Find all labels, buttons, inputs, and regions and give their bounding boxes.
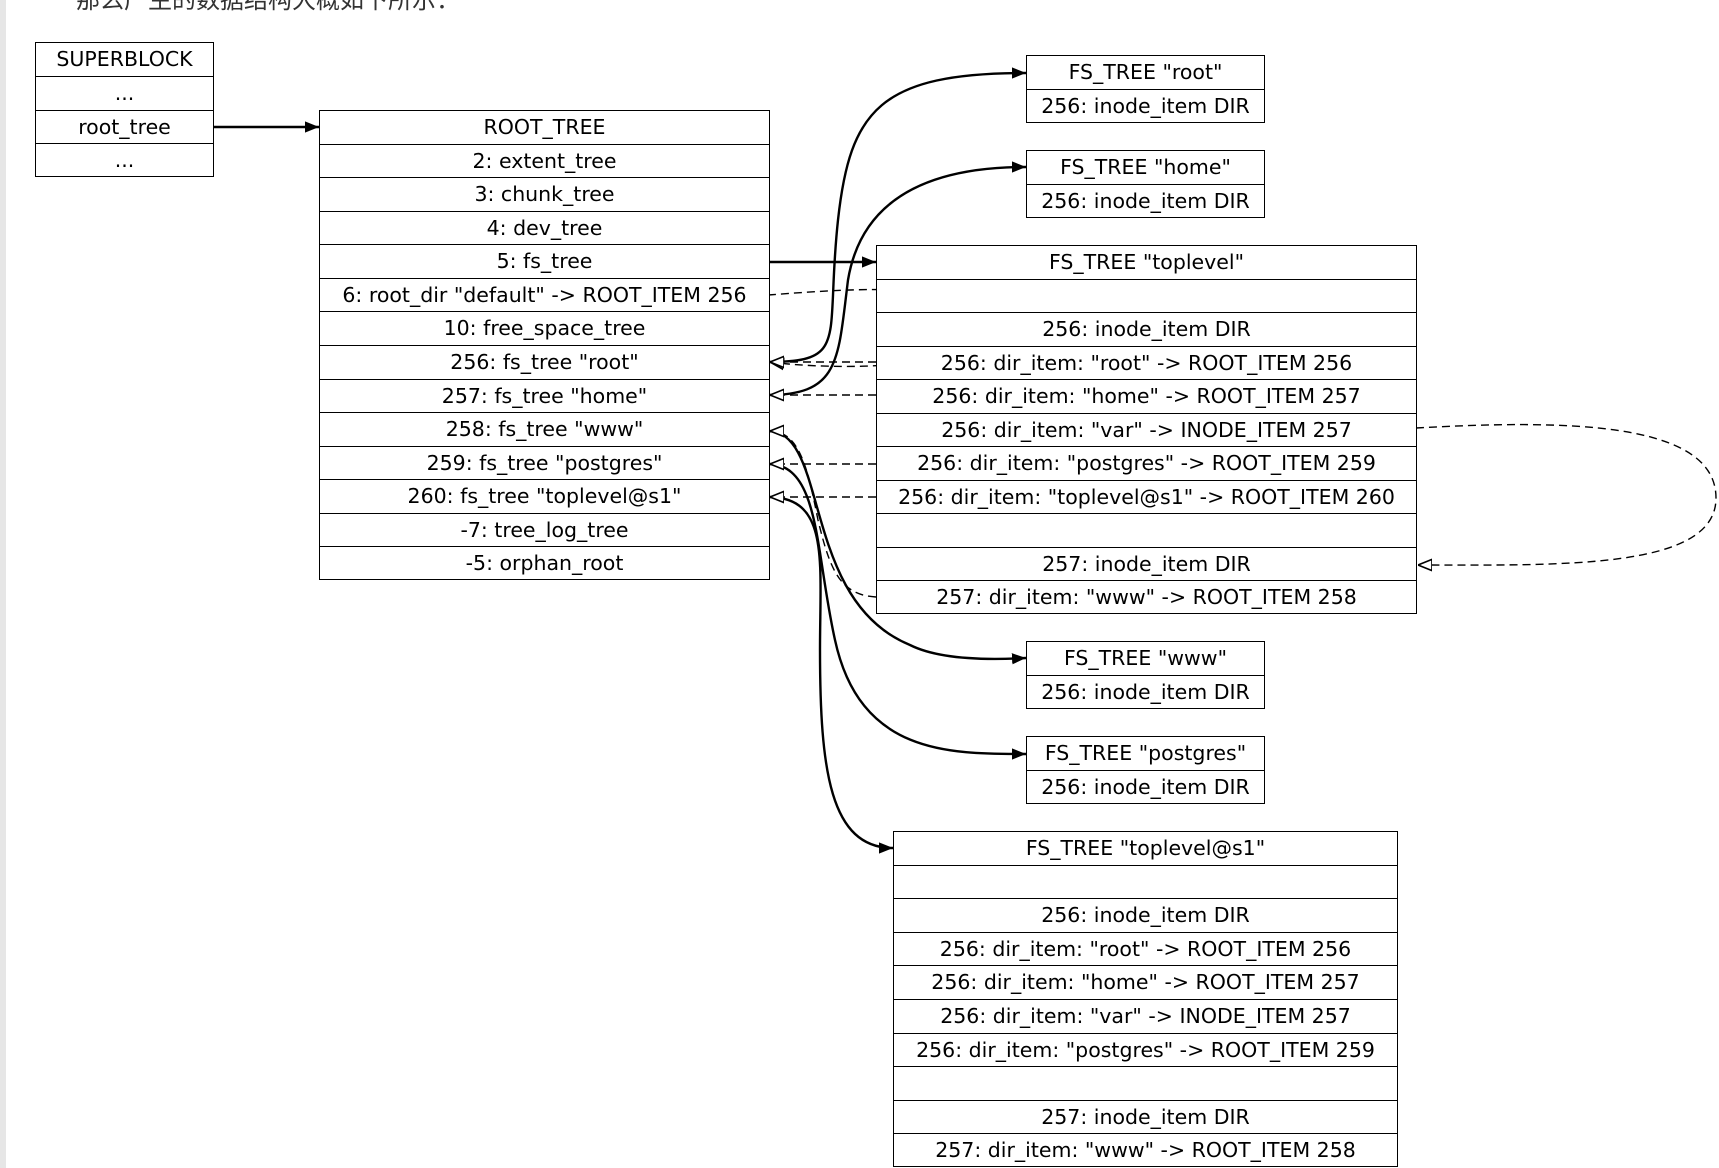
superblock-title: SUPERBLOCK (36, 43, 213, 77)
root-tree-row: 259: fs_tree "postgres" (320, 447, 769, 481)
fs-tree-toplevel-row: 256: dir_item: "toplevel@s1" -> ROOT_ITE… (877, 481, 1416, 515)
superblock-row-root-tree: root_tree (36, 111, 213, 145)
fs-tree-postgres-node: FS_TREE "postgres" 256: inode_item DIR (1026, 736, 1265, 804)
fs-tree-root-title: FS_TREE "root" (1027, 56, 1264, 90)
superblock-row: ... (114, 148, 135, 173)
fs-tree-toplevel-row: 256: dir_item: "root" -> ROOT_ITEM 256 (877, 347, 1416, 381)
root-tree-row: 4: dev_tree (320, 212, 769, 246)
fs-tree-root-node: FS_TREE "root" 256: inode_item DIR (1026, 55, 1265, 123)
root-tree-row: 2: extent_tree (320, 145, 769, 179)
fs-tree-toplevel-s1-row: 256: dir_item: "home" -> ROOT_ITEM 257 (894, 966, 1397, 1000)
fs-tree-toplevel-node: FS_TREE "toplevel" 256: inode_item DIR 2… (876, 245, 1417, 614)
fs-tree-toplevel-row (877, 280, 1416, 314)
fs-tree-root-row: 256: inode_item DIR (1041, 94, 1250, 118)
root-tree-row: 6: root_dir "default" -> ROOT_ITEM 256 (320, 279, 769, 313)
fs-tree-home-node: FS_TREE "home" 256: inode_item DIR (1026, 150, 1265, 218)
root-tree-row: 260: fs_tree "toplevel@s1" (320, 480, 769, 514)
fs-tree-toplevel-row: 256: inode_item DIR (877, 313, 1416, 347)
root-tree-row: -7: tree_log_tree (320, 514, 769, 548)
fs-tree-toplevel-row: 257: dir_item: "www" -> ROOT_ITEM 258 (936, 585, 1357, 610)
fs-tree-toplevel-s1-row (894, 866, 1397, 900)
superblock-row: ... (36, 77, 213, 111)
edge-toplevel-s1-to-fs-toplevel-s1 (767, 495, 894, 854)
fs-tree-toplevel-s1-row: 256: dir_item: "var" -> INODE_ITEM 257 (894, 1000, 1397, 1034)
fs-tree-toplevel-row (877, 514, 1416, 548)
fs-tree-www-title: FS_TREE "www" (1027, 642, 1264, 676)
fs-tree-toplevel-s1-row: 257: dir_item: "www" -> ROOT_ITEM 258 (935, 1138, 1356, 1163)
fs-tree-toplevel-s1-row: 256: dir_item: "postgres" -> ROOT_ITEM 2… (894, 1034, 1397, 1068)
fs-tree-postgres-title: FS_TREE "postgres" (1027, 737, 1264, 771)
fs-tree-toplevel-row: 257: inode_item DIR (877, 548, 1416, 582)
fs-tree-toplevel-s1-row (894, 1067, 1397, 1101)
edge-diritem-www (770, 431, 877, 598)
fs-tree-home-title: FS_TREE "home" (1027, 151, 1264, 185)
fs-tree-postgres-row: 256: inode_item DIR (1041, 775, 1250, 799)
fs-tree-toplevel-s1-row: 256: dir_item: "root" -> ROOT_ITEM 256 (894, 933, 1397, 967)
root-tree-row: 257: fs_tree "home" (320, 380, 769, 414)
fs-tree-toplevel-s1-row: 256: inode_item DIR (894, 899, 1397, 933)
root-tree-row: 258: fs_tree "www" (320, 413, 769, 447)
root-tree-row: -5: orphan_root (465, 551, 624, 576)
fs-tree-toplevel-title: FS_TREE "toplevel" (877, 246, 1416, 280)
fs-tree-home-row: 256: inode_item DIR (1041, 189, 1250, 213)
root-tree-node: ROOT_TREE 2: extent_tree 3: chunk_tree 4… (319, 110, 770, 580)
fs-tree-toplevel-s1-title: FS_TREE "toplevel@s1" (894, 832, 1397, 866)
root-tree-row: 3: chunk_tree (320, 178, 769, 212)
fs-tree-www-node: FS_TREE "www" 256: inode_item DIR (1026, 641, 1265, 709)
fs-tree-toplevel-row: 256: dir_item: "home" -> ROOT_ITEM 257 (877, 380, 1416, 414)
superblock-node: SUPERBLOCK ... root_tree ... (35, 42, 214, 177)
root-tree-row: 256: fs_tree "root" (320, 346, 769, 380)
page-caption: 那么产生的数据结构大概如下所示： (76, 0, 460, 14)
fs-tree-toplevel-row: 256: dir_item: "var" -> INODE_ITEM 257 (877, 414, 1416, 448)
fs-tree-toplevel-row: 256: dir_item: "postgres" -> ROOT_ITEM 2… (877, 447, 1416, 481)
root-tree-row: 5: fs_tree (320, 245, 769, 279)
fs-tree-toplevel-s1-node: FS_TREE "toplevel@s1" 256: inode_item DI… (893, 831, 1398, 1167)
root-tree-row: 10: free_space_tree (320, 312, 769, 346)
fs-tree-www-row: 256: inode_item DIR (1041, 680, 1250, 704)
page-left-rule (0, 0, 6, 1168)
edge-diritem-var (1415, 423, 1717, 565)
root-tree-title: ROOT_TREE (320, 111, 769, 145)
fs-tree-toplevel-s1-row: 257: inode_item DIR (894, 1101, 1397, 1135)
